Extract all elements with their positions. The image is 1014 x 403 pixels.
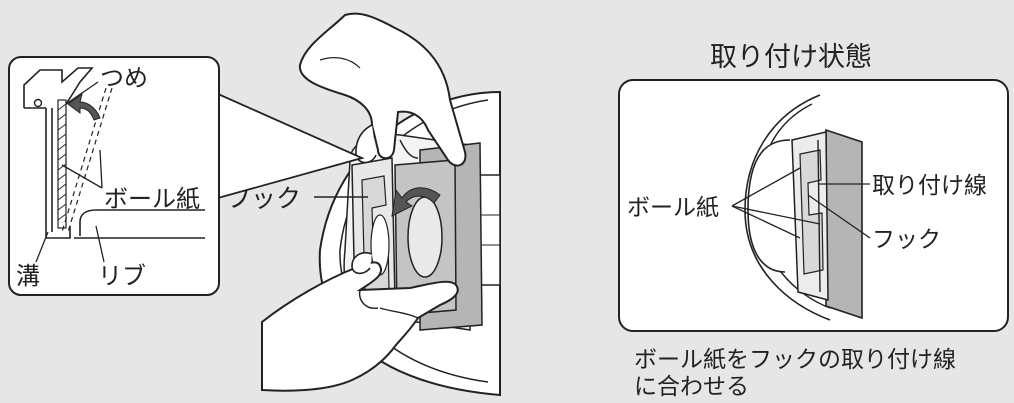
- hook-label-right: フック: [872, 227, 941, 253]
- mounting-line-label: 取り付け線: [872, 173, 987, 199]
- tsume-label: つめ: [100, 64, 148, 92]
- detail-inset: つめ ボール紙 溝 リブ: [9, 57, 219, 295]
- rib-label: リブ: [98, 262, 146, 290]
- installed-state-title: 取り付け状態: [710, 42, 872, 73]
- caption-line-2: に合わせる: [634, 374, 749, 399]
- caption-line-1: ボール紙をフックの取り付け線: [634, 347, 956, 373]
- ballpaper-label-inset: ボール紙: [104, 185, 200, 213]
- callout-pointer: [218, 94, 362, 198]
- installed-state-panel: ボール紙 取り付け線 フック: [619, 80, 1008, 331]
- mizo-label: 溝: [16, 262, 40, 290]
- ballpaper-label-right: ボール紙: [627, 195, 719, 221]
